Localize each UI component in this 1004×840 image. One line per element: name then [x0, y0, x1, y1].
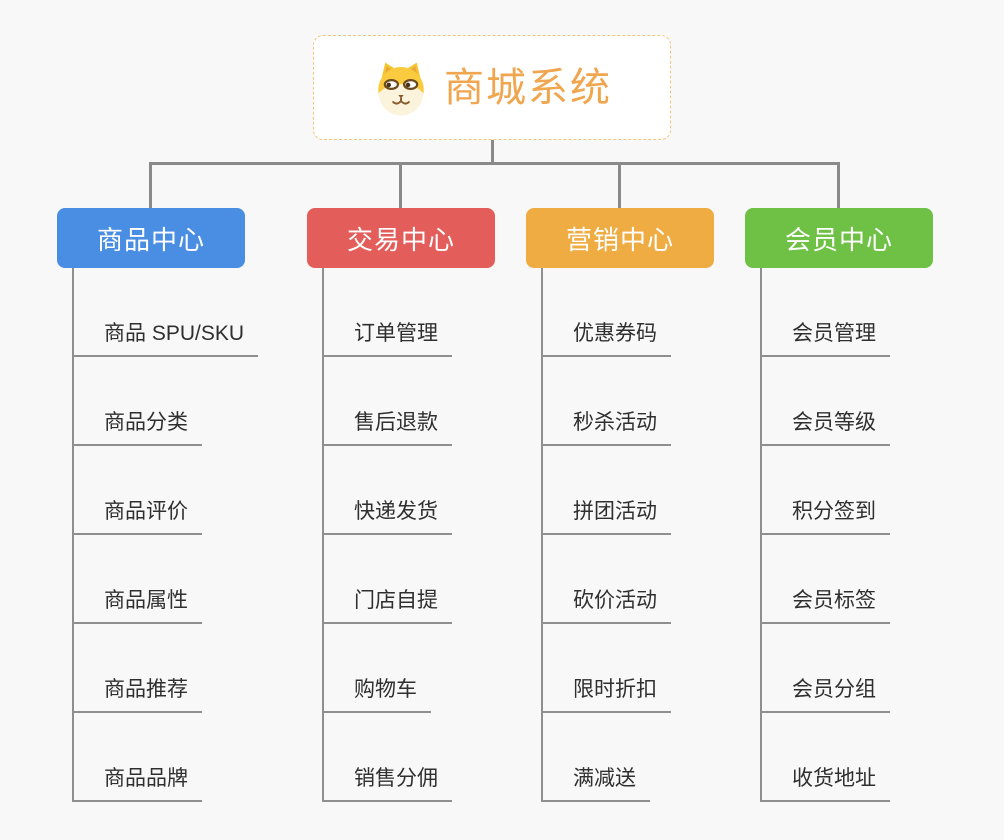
leaf-row: 销售分佣 [322, 713, 495, 802]
leaf-row: 拼团活动 [541, 446, 714, 535]
leaf-node[interactable]: 门店自提 [322, 589, 452, 624]
leaf-row: 售后退款 [322, 357, 495, 446]
branch-header-member-center[interactable]: 会员中心 [745, 208, 933, 268]
leaf-node[interactable]: 订单管理 [322, 322, 452, 357]
connector-drop-branch-1 [149, 163, 152, 208]
leaf-row: 门店自提 [322, 535, 495, 624]
branch-header-trade-center[interactable]: 交易中心 [307, 208, 495, 268]
leaf-node[interactable]: 商品评价 [72, 500, 202, 535]
leaf-row: 商品分类 [72, 357, 245, 446]
leaf-node[interactable]: 商品属性 [72, 589, 202, 624]
branch-member-center: 会员中心 会员管理 会员等级 积分签到 会员标签 会员分组 收货地址 [745, 208, 933, 802]
leaf-row: 购物车 [322, 624, 495, 713]
leaf-row: 会员等级 [760, 357, 933, 446]
leaf-row: 砍价活动 [541, 535, 714, 624]
leaf-row: 商品属性 [72, 535, 245, 624]
leaf-row: 限时折扣 [541, 624, 714, 713]
root-node-mall-system[interactable]: 商城系统 [313, 35, 671, 140]
connector-horizontal-bus [149, 162, 840, 165]
branch-children: 会员管理 会员等级 积分签到 会员标签 会员分组 收货地址 [760, 268, 933, 802]
connector-root-stub [491, 140, 494, 163]
leaf-row: 订单管理 [322, 268, 495, 357]
leaf-node[interactable]: 商品分类 [72, 411, 202, 446]
branch-product-center: 商品中心 商品 SPU/SKU 商品分类 商品评价 商品属性 商品推荐 商品品牌 [57, 208, 259, 802]
leaf-row: 会员分组 [760, 624, 933, 713]
leaf-node[interactable]: 砍价活动 [541, 589, 671, 624]
leaf-node[interactable]: 商品品牌 [72, 767, 202, 802]
leaf-node[interactable]: 秒杀活动 [541, 411, 671, 446]
branch-marketing-center: 营销中心 优惠券码 秒杀活动 拼团活动 砍价活动 限时折扣 满减送 [526, 208, 714, 802]
leaf-node[interactable]: 会员管理 [760, 322, 890, 357]
branch-trunk-line [760, 268, 762, 800]
leaf-node[interactable]: 会员标签 [760, 589, 890, 624]
leaf-node[interactable]: 商品 SPU/SKU [72, 322, 259, 357]
leaf-row: 商品 SPU/SKU [72, 268, 259, 357]
branch-children: 订单管理 售后退款 快递发货 门店自提 购物车 销售分佣 [322, 268, 495, 802]
branch-trunk-line [322, 268, 324, 800]
branch-trunk-line [72, 268, 74, 800]
leaf-row: 积分签到 [760, 446, 933, 535]
branch-children: 商品 SPU/SKU 商品分类 商品评价 商品属性 商品推荐 商品品牌 [72, 268, 259, 802]
leaf-row: 优惠券码 [541, 268, 714, 357]
leaf-row: 商品品牌 [72, 713, 245, 802]
leaf-row: 会员管理 [760, 268, 933, 357]
leaf-node[interactable]: 销售分佣 [322, 767, 452, 802]
leaf-row: 会员标签 [760, 535, 933, 624]
branch-trunk-line [541, 268, 543, 800]
leaf-row: 收货地址 [760, 713, 933, 802]
leaf-node[interactable]: 会员等级 [760, 411, 890, 446]
connector-drop-branch-2 [399, 163, 402, 208]
leaf-row: 秒杀活动 [541, 357, 714, 446]
leaf-node[interactable]: 售后退款 [322, 411, 452, 446]
leaf-row: 满减送 [541, 713, 714, 802]
leaf-node[interactable]: 快递发货 [322, 500, 452, 535]
leaf-node[interactable]: 会员分组 [760, 678, 890, 713]
leaf-node[interactable]: 购物车 [322, 678, 431, 713]
branch-header-product-center[interactable]: 商品中心 [57, 208, 245, 268]
leaf-row: 商品评价 [72, 446, 245, 535]
branch-trade-center: 交易中心 订单管理 售后退款 快递发货 门店自提 购物车 销售分佣 [307, 208, 495, 802]
branch-header-marketing-center[interactable]: 营销中心 [526, 208, 714, 268]
leaf-node[interactable]: 满减送 [541, 767, 650, 802]
leaf-node[interactable]: 商品推荐 [72, 678, 202, 713]
leaf-node[interactable]: 收货地址 [760, 767, 890, 802]
leaf-node[interactable]: 优惠券码 [541, 322, 671, 357]
leaf-node[interactable]: 限时折扣 [541, 678, 671, 713]
branch-children: 优惠券码 秒杀活动 拼团活动 砍价活动 限时折扣 满减送 [541, 268, 714, 802]
leaf-row: 快递发货 [322, 446, 495, 535]
connector-drop-branch-4 [837, 163, 840, 208]
doge-icon [378, 62, 424, 116]
leaf-row: 商品推荐 [72, 624, 245, 713]
connector-drop-branch-3 [618, 163, 621, 208]
leaf-node[interactable]: 拼团活动 [541, 500, 671, 535]
leaf-node[interactable]: 积分签到 [760, 500, 890, 535]
root-title: 商城系统 [444, 65, 612, 110]
